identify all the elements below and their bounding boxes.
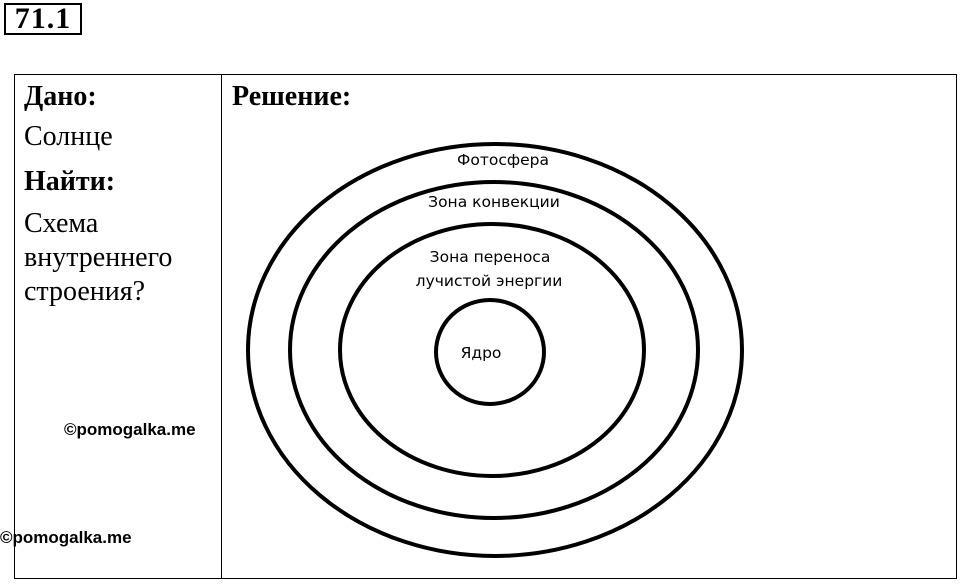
radiative-zone-label-line2: лучистой энергии bbox=[416, 272, 563, 290]
table-divider bbox=[221, 74, 222, 579]
convection-zone-label: Зона конвекции bbox=[428, 193, 560, 211]
solution-table bbox=[14, 74, 957, 579]
find-heading: Найти: bbox=[24, 166, 116, 197]
task-number: 71.1 bbox=[4, 3, 82, 35]
photosphere-ring bbox=[246, 142, 744, 558]
convection-zone-ring bbox=[288, 180, 700, 520]
watermark: ©pomogalka.me bbox=[64, 420, 196, 439]
radiative-zone-ring bbox=[338, 222, 646, 478]
find-value: Схема внутреннего строения? bbox=[24, 208, 173, 307]
solution-heading: Решение: bbox=[232, 81, 352, 112]
core-ring bbox=[434, 298, 546, 406]
radiative-zone-label-line1: Зона переноса bbox=[430, 248, 551, 266]
given-value: Солнце bbox=[24, 121, 113, 152]
given-heading: Дано: bbox=[24, 81, 97, 112]
core-label: Ядро bbox=[461, 344, 502, 362]
photosphere-label: Фотосфера bbox=[457, 151, 549, 169]
watermark: ©pomogalka.me bbox=[0, 528, 132, 547]
